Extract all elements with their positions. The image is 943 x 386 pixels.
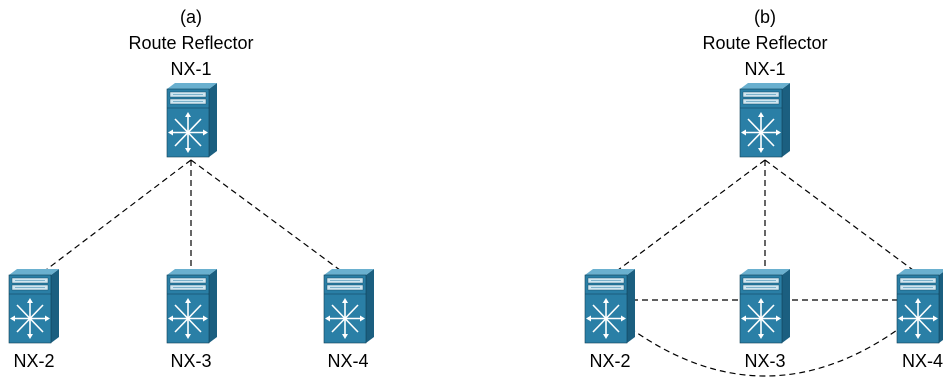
node-label-client: NX-4 [327,351,369,371]
client-switch-icon-nx3 [739,268,791,344]
client-switch-icon-nx2 [584,268,636,344]
panel-b [584,82,943,377]
ibgp-session-links [609,159,922,377]
client-switch-icon-nx4 [323,268,375,344]
panel-a [8,82,375,344]
client-switch-icon-nx4 [896,268,943,344]
client-switch-icon-nx3 [166,268,218,344]
panel-label: (b) [754,7,776,27]
node-label-client: NX-3 [744,351,786,371]
ibgp-link-nx1-nx4 [764,159,922,277]
panel-label: (a) [180,7,202,27]
node-label-client: NX-3 [170,351,212,371]
node-label-client: NX-2 [589,351,631,371]
ibgp-link-nx1-nx2 [37,159,192,277]
ibgp-session-links [37,159,349,277]
ibgp-link-nx1-nx2 [609,159,766,277]
ibgp-link-nx1-nx4 [190,159,349,277]
route-reflector-label: Route Reflector [128,33,254,53]
route-reflector-label: Route Reflector [702,33,828,53]
ibgp-link-nx2-nx4 [629,327,901,377]
route-reflector-switch-icon [166,82,218,158]
route-reflector-switch-icon [739,82,791,158]
node-label-route-reflector: NX-1 [744,59,786,79]
client-switch-icon-nx2 [8,268,60,344]
node-label-client: NX-4 [902,351,943,371]
node-label-client: NX-2 [13,351,55,371]
node-label-route-reflector: NX-1 [170,59,212,79]
